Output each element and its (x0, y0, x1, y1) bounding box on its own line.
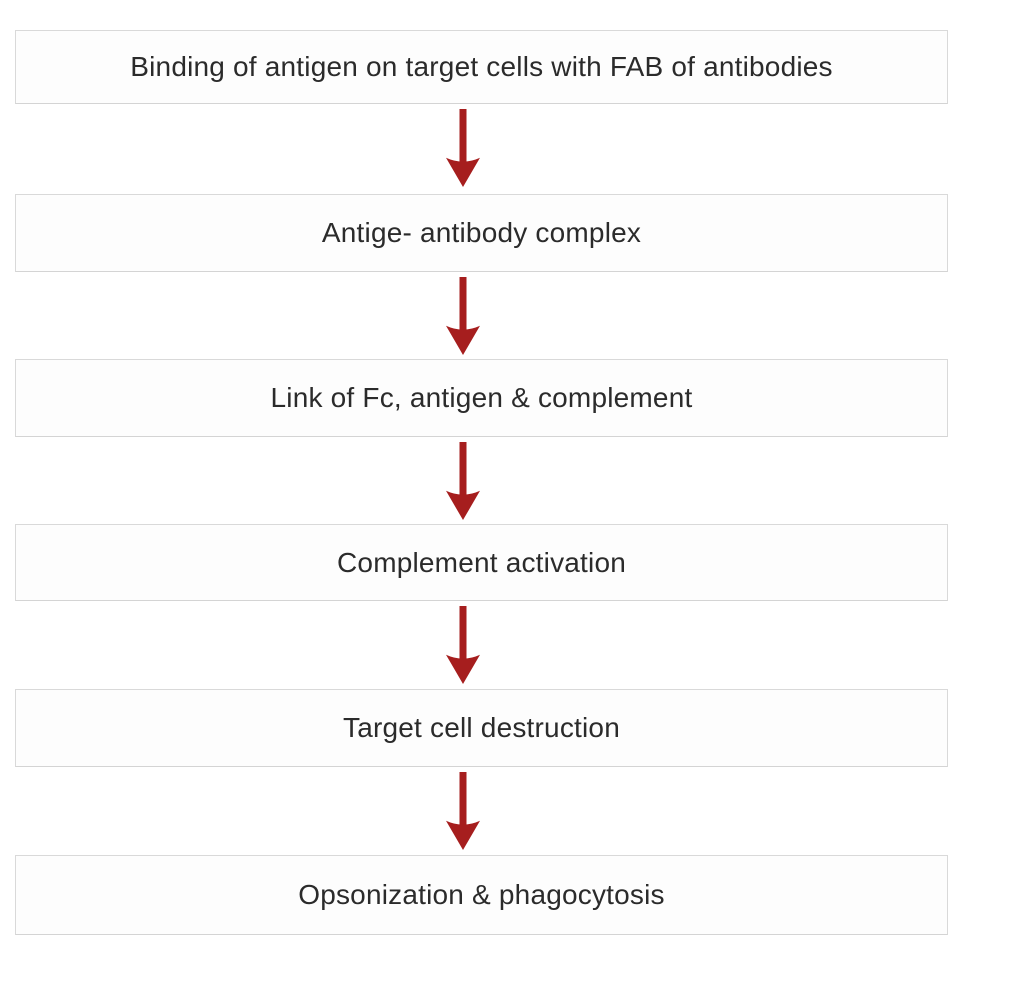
flow-step-label: Antige- antibody complex (321, 217, 642, 248)
flow-step-label: Binding of antigen on target cells with … (130, 51, 833, 82)
flow-step-binding: Binding of antigen on target cells with … (15, 30, 948, 104)
flow-step-label: Link of Fc, antigen & complement (270, 382, 693, 413)
down-arrow-icon (446, 442, 480, 521)
down-arrow-icon (446, 277, 480, 356)
flow-step-activation: Complement activation (15, 524, 948, 601)
down-arrow-icon (446, 606, 480, 685)
flow-step-label: Opsonization & phagocytosis (298, 879, 665, 910)
down-arrow-icon (446, 109, 480, 188)
flow-step-link: Link of Fc, antigen & complement (15, 359, 948, 437)
flow-step-destruction: Target cell destruction (15, 689, 948, 767)
flow-step-opsonization: Opsonization & phagocytosis (15, 855, 948, 935)
down-arrow-icon (446, 772, 480, 851)
flow-step-complex: Antige- antibody complex (15, 194, 948, 272)
flow-step-label: Complement activation (337, 546, 626, 578)
flow-step-label: Target cell destruction (343, 712, 620, 743)
